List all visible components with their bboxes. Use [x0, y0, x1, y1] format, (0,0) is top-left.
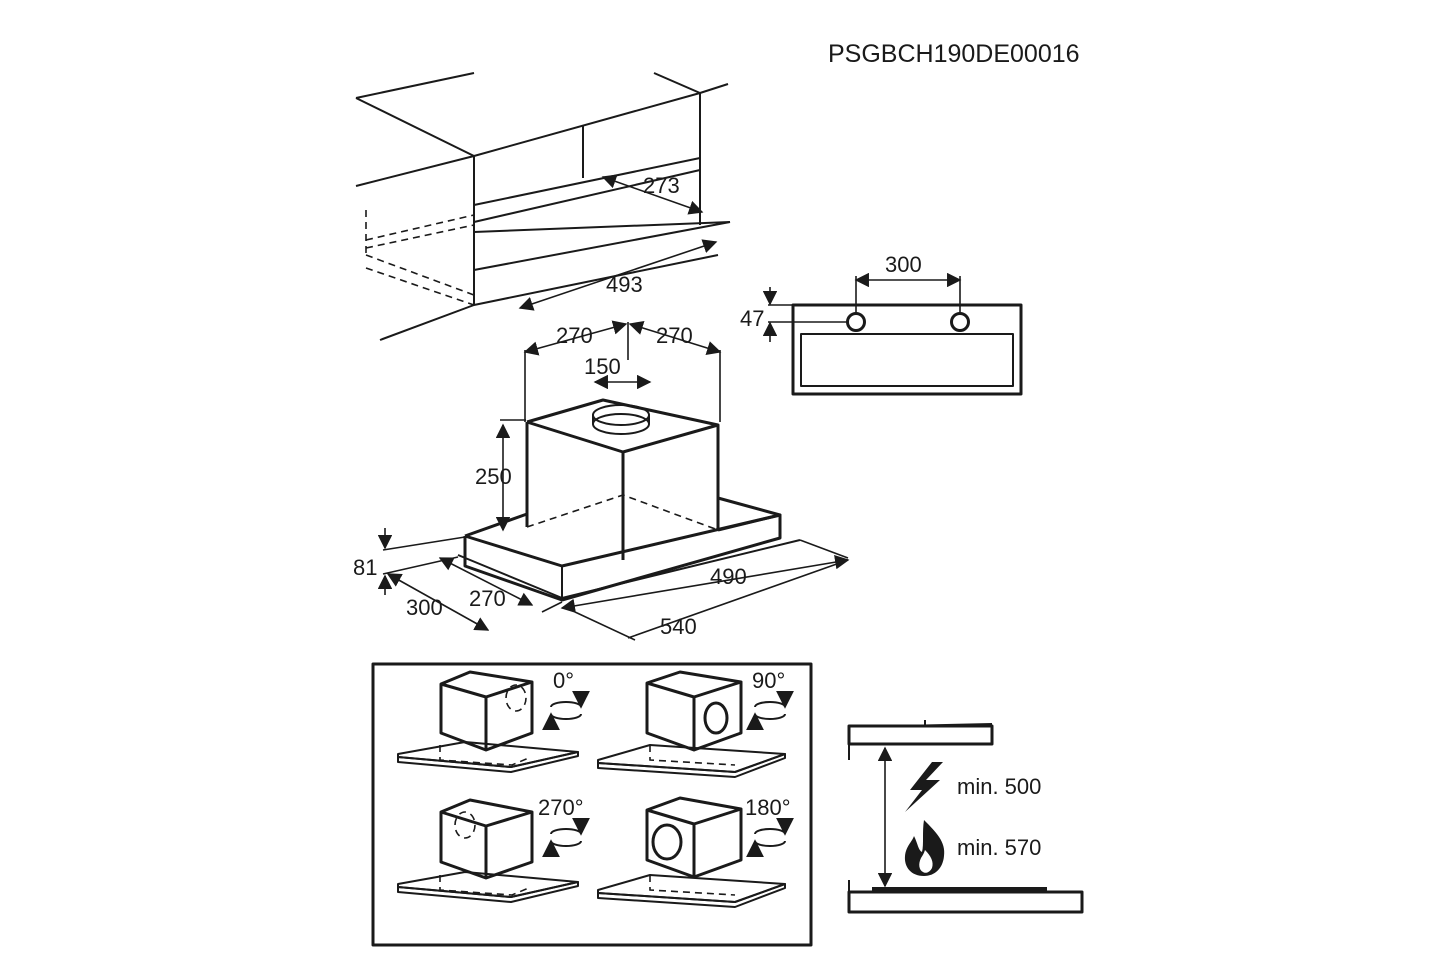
cabinet-drawing: 273 493: [355, 72, 731, 341]
dim-chimney-left: 270: [556, 323, 593, 348]
dim-depth-outer: 300: [406, 595, 443, 620]
rotation-90: 90°: [597, 668, 794, 778]
dim-width-outer: 540: [660, 614, 697, 639]
clearance-electric: min. 500: [957, 774, 1041, 799]
rotate-arrows-icon: [542, 690, 590, 731]
rotation-180: 180°: [597, 795, 794, 908]
lightning-icon: [905, 762, 943, 812]
rotation-angle-270: 270°: [538, 795, 584, 820]
clearance-diagram: min. 500 min. 570: [847, 720, 1084, 914]
dim-cabinet-depth: 273: [643, 173, 680, 198]
rotation-angle-180: 180°: [745, 795, 791, 820]
dim-panel-height: 81: [353, 555, 377, 580]
dim-duct-diameter: 150: [584, 354, 621, 379]
rotate-arrows-icon: [746, 817, 794, 858]
rotation-angle-0: 0°: [553, 668, 574, 693]
rotate-arrows-icon: [542, 817, 590, 858]
rotation-options-panel: 0° 90°: [371, 662, 813, 947]
document-code: PSGBCH190DE00016: [828, 40, 1080, 68]
rotation-angle-90: 90°: [752, 668, 785, 693]
dim-depth-inner: 270: [469, 586, 506, 611]
dim-hole-offset: 47: [740, 306, 764, 331]
dim-width-inner: 490: [710, 564, 747, 589]
flame-icon: [904, 820, 945, 876]
dim-cabinet-width: 493: [606, 272, 643, 297]
mounting-template: 300 47: [740, 252, 1023, 396]
dim-chimney-right: 270: [656, 323, 693, 348]
rotation-270: 270°: [397, 795, 590, 903]
hood-drawing: 270 270 150 250 81 300 270: [353, 320, 850, 641]
dim-chimney-height: 250: [475, 464, 512, 489]
rotation-0: 0°: [397, 668, 590, 773]
dim-hole-spacing: 300: [885, 252, 922, 277]
clearance-gas: min. 570: [957, 835, 1041, 860]
rotate-arrows-icon: [746, 690, 794, 731]
